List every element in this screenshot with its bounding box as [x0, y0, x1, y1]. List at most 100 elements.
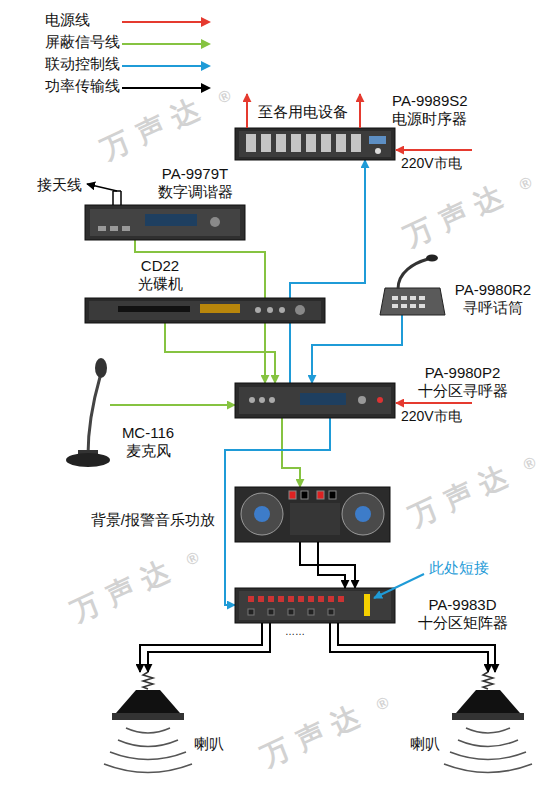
power-sequencer-illustration [369, 136, 386, 144]
cd-player-illustration [200, 304, 240, 313]
matrix-illustration [268, 596, 274, 602]
signal-connector [290, 160, 365, 383]
speaker-illustration [116, 690, 180, 713]
device-box: PA-9979T 数字调谐器 [85, 205, 245, 240]
device-box: 喇叭 [115, 672, 180, 722]
matrix-illustration [258, 596, 264, 602]
legend-swatch [122, 38, 212, 50]
paging-mic-illustration [398, 259, 428, 289]
watermark: ® [521, 453, 539, 475]
legend-text: 联动控制线 [45, 55, 120, 73]
tuner-illustration [210, 217, 220, 227]
legend-text: 屏蔽信号线 [45, 33, 120, 51]
device-label: PA-9989S2 电源时序器 [392, 92, 512, 127]
amplifier-illustration [289, 491, 296, 499]
device-box: PA-9989S2 电源时序器 [235, 128, 395, 160]
power-sequencer-illustration [351, 134, 361, 152]
microphone-illustration [88, 377, 100, 455]
legend-swatch [122, 60, 212, 72]
pager-illustration [235, 383, 395, 418]
matrix-illustration [248, 609, 254, 615]
device-box: PA-9980R2 寻呼话筒 [380, 285, 445, 315]
matrix-illustration [308, 609, 314, 615]
amplifier-illustration [329, 491, 336, 499]
speaker-illustration [458, 740, 518, 747]
matrix-illustration [298, 596, 304, 602]
speaker-illustration [143, 672, 153, 689]
power-sequencer-illustration [239, 131, 391, 157]
power-sequencer-illustration [235, 128, 395, 160]
speaker-illustration [110, 752, 186, 760]
matrix-illustration [364, 594, 370, 616]
matrix-illustration [239, 591, 391, 620]
legend-swatch-line [122, 43, 202, 45]
amplifier-illustration [241, 493, 283, 535]
device-label: 背景/报警音乐功放 [35, 511, 215, 529]
power-transmission-wire [318, 542, 345, 588]
watermark: ® [517, 173, 535, 195]
watermark: ® [216, 86, 234, 108]
speaker-illustration [450, 752, 526, 760]
paging-mic-illustration [392, 304, 398, 308]
power-wire [359, 94, 361, 128]
microphone-illustration [66, 358, 110, 467]
legend-text: 电源线 [45, 11, 90, 29]
speaker-illustration [112, 713, 184, 720]
legend-row: 电源线 [45, 11, 225, 31]
legend-swatch-head [201, 83, 211, 93]
matrix-illustration [318, 596, 324, 602]
pager-illustration [358, 396, 366, 404]
matrix-illustration [308, 596, 314, 602]
tuner-illustration [122, 226, 130, 231]
signal-connector [148, 623, 270, 672]
speaker-illustration [452, 713, 524, 720]
legend-swatch-line [122, 87, 202, 89]
device-box: MC-116 麦克风 [65, 358, 110, 468]
amplifier-illustration [235, 487, 390, 542]
signal-connector [300, 542, 355, 588]
tuner-illustration [110, 226, 118, 231]
annotation-label: …… [284, 626, 306, 638]
device-box: 背景/报警音乐功放 [235, 487, 390, 542]
power-transmission-wire [140, 623, 262, 672]
short-link-leader [374, 574, 424, 598]
paging-mic-illustration [426, 255, 438, 262]
power-wire [396, 402, 472, 404]
paging-mic-illustration [419, 296, 425, 300]
power-sequencer-illustration [336, 134, 346, 152]
power-sequencer-illustration [306, 134, 316, 152]
speaker-illustration [104, 672, 192, 773]
cd-player-illustration [295, 305, 305, 315]
speaker-illustration [456, 690, 520, 713]
tuner-illustration [85, 205, 245, 240]
device-box: PA-9983D 十分区矩阵器 [235, 588, 395, 623]
pager-illustration [377, 397, 383, 403]
matrix-illustration [235, 588, 395, 623]
device-label: PA-9983D 十分区矩阵器 [400, 596, 525, 631]
paging-mic-illustration [392, 296, 398, 300]
annotation-label: 220V市电 [400, 155, 463, 171]
power-sequencer-illustration [291, 134, 301, 152]
microphone-illustration [66, 453, 110, 467]
matrix-illustration [338, 596, 344, 602]
pager-illustration [239, 387, 391, 414]
amplifier-illustration [342, 493, 384, 535]
matrix-illustration [278, 596, 284, 602]
amplifier-illustration [254, 506, 270, 522]
device-box: CD22 光碟机 [85, 298, 325, 323]
device-label: PA-9979T 数字调谐器 [135, 165, 255, 200]
speaker-illustration [466, 728, 510, 733]
amplifier-illustration [290, 503, 340, 535]
speaker-illustration [444, 764, 532, 773]
signal-connector [165, 323, 275, 383]
cd-player-illustration [85, 298, 325, 323]
cd-player-illustration [85, 298, 325, 323]
power-sequencer-illustration [261, 134, 271, 152]
device-box: PA-9980P2 十分区寻呼器 [235, 383, 395, 418]
device-label: CD22 光碟机 [130, 257, 190, 292]
power-sequencer-illustration [276, 134, 286, 152]
matrix-illustration [288, 596, 294, 602]
tuner-illustration [145, 214, 197, 226]
legend-swatch-head [201, 17, 211, 27]
